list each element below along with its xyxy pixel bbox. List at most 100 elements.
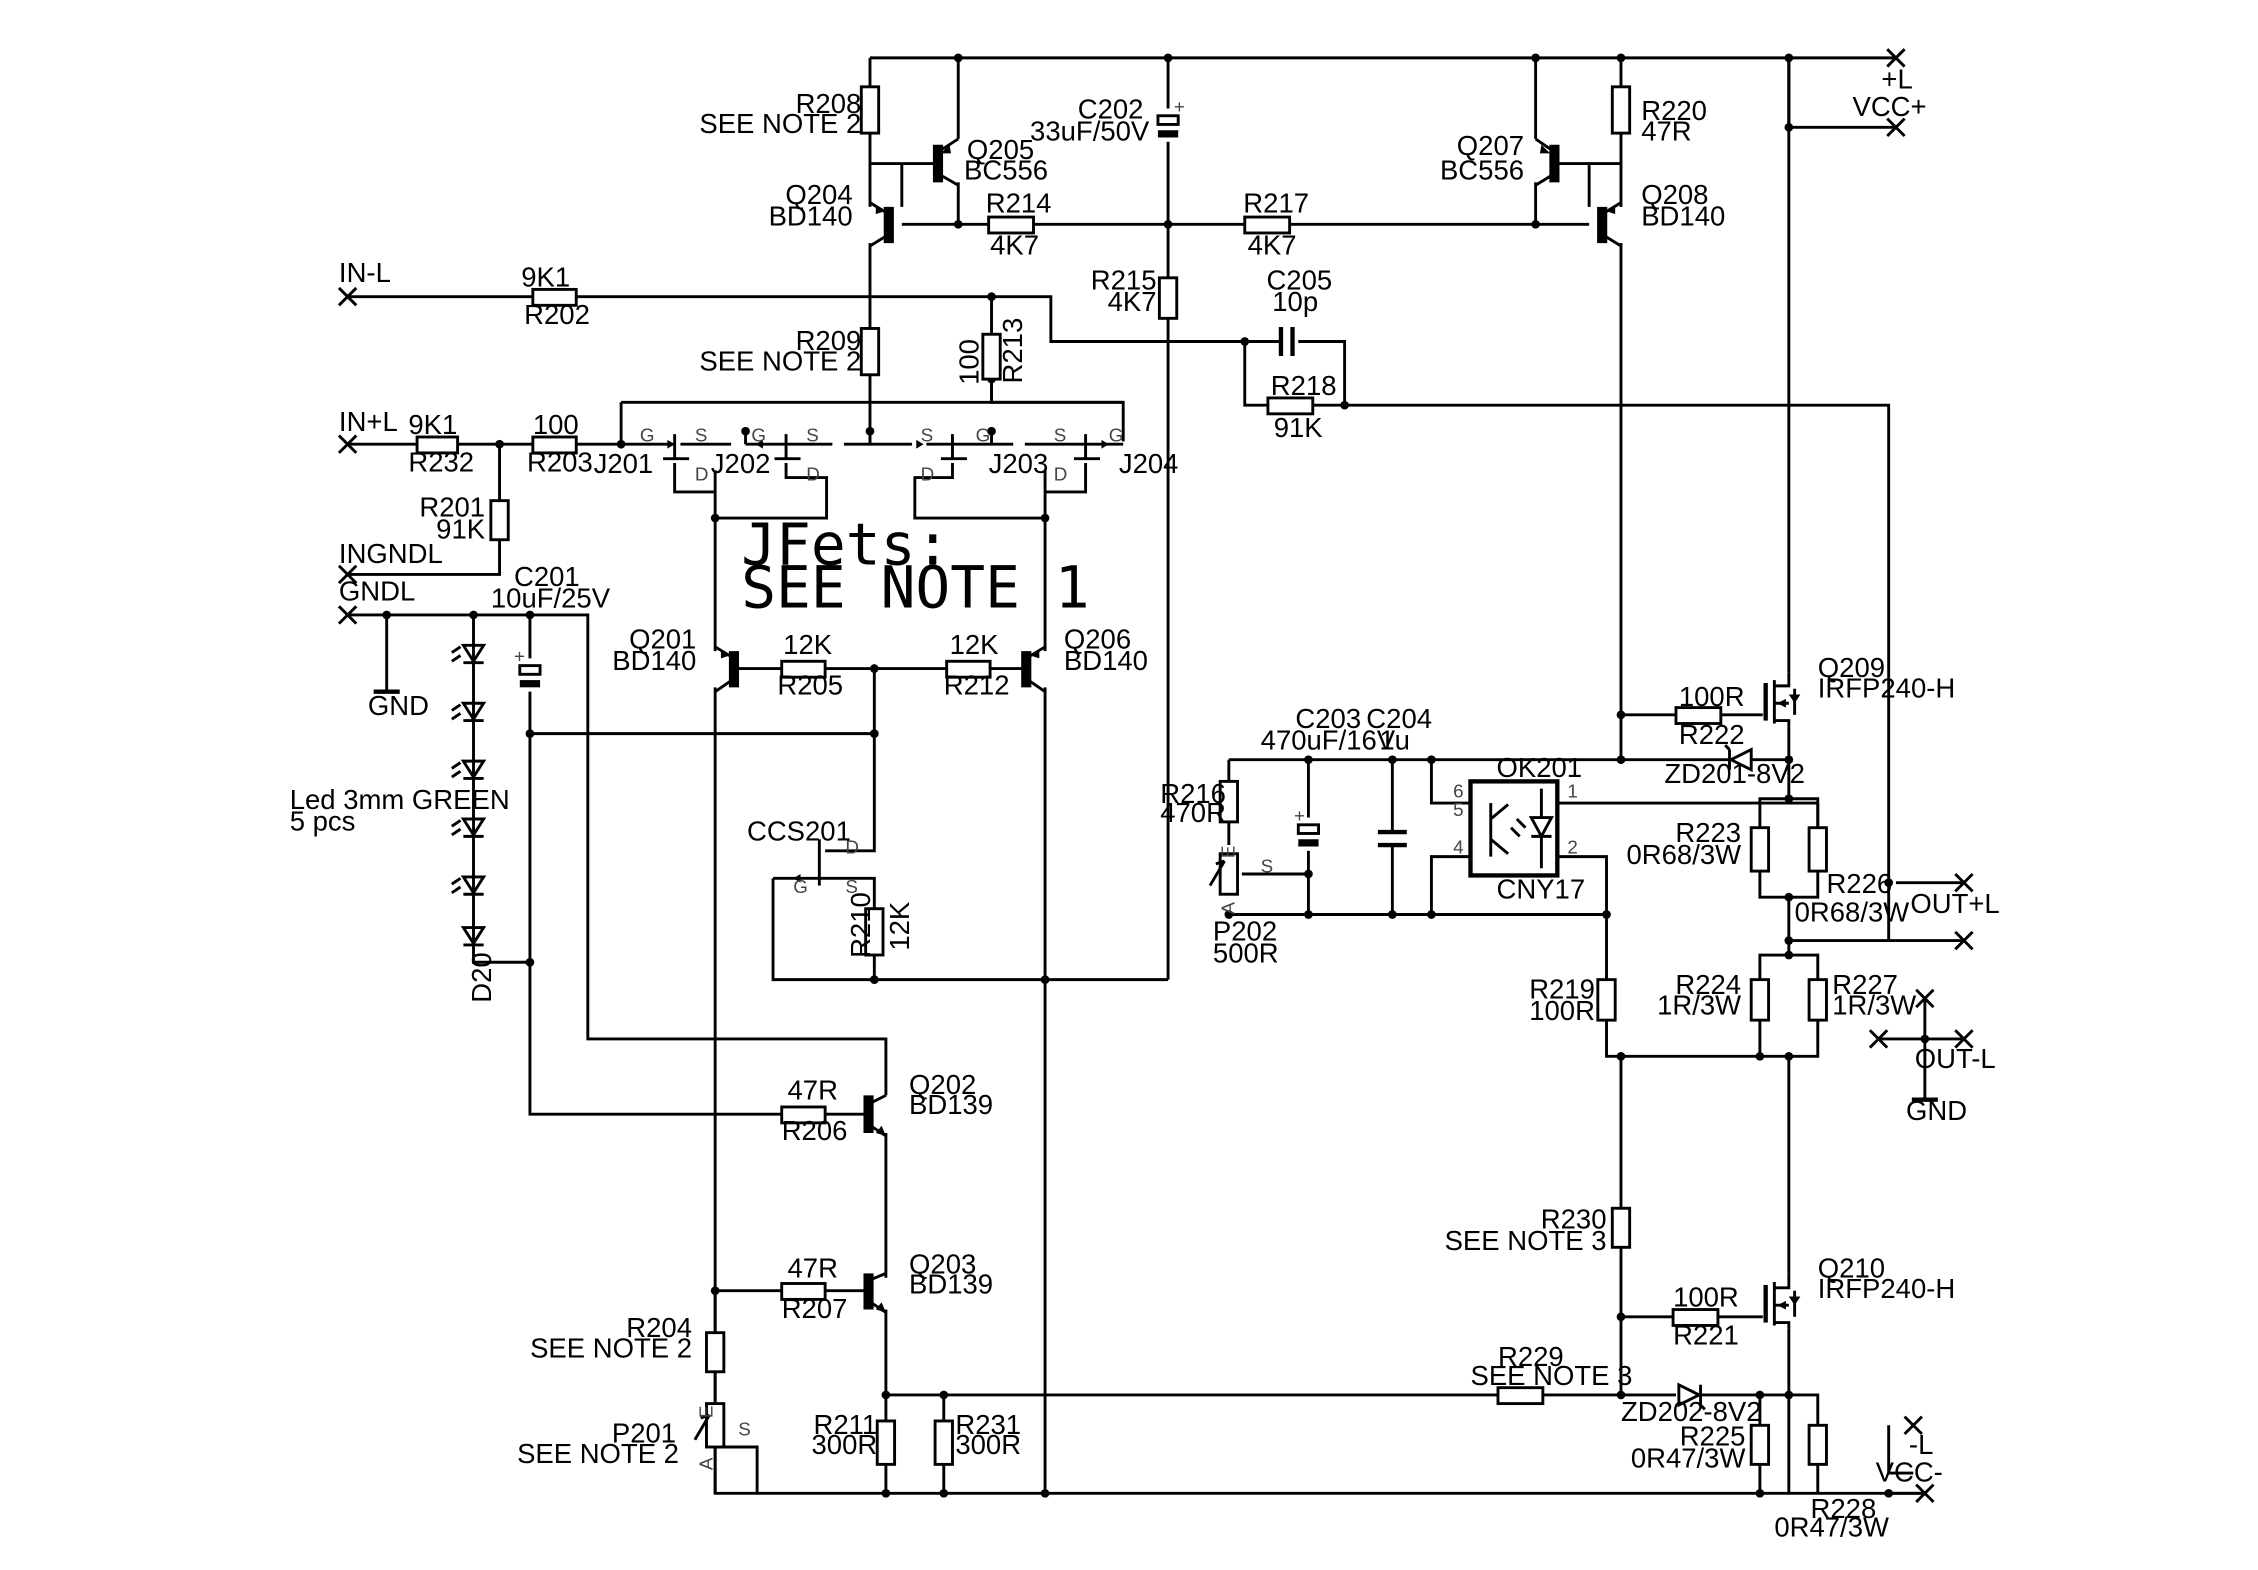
label-r223-ref: R223 (1675, 817, 1741, 848)
label-c204-val: 1u (1379, 725, 1410, 756)
label-ok201-ref: OK201 (1497, 752, 1583, 783)
label-j201: J201 (594, 448, 654, 479)
label-q204-ref: Q204 (785, 179, 852, 210)
resistor-r228 (1807, 1423, 1828, 1466)
label-c201-ref: C201 (514, 561, 580, 592)
resistor-r224 (1749, 978, 1771, 1022)
label-r210-val: 12K (884, 901, 915, 951)
label-r216-ref: R216 (1160, 778, 1226, 809)
resistor-r213 (981, 332, 1002, 381)
label-p201-ref: P201 (612, 1418, 676, 1449)
capacitor-c203 (1296, 823, 1321, 847)
zener-zd202 (1677, 1382, 1706, 1411)
label-r219-val: 100R (1529, 995, 1595, 1026)
label-r226-ref: R226 (1826, 868, 1892, 899)
label-c202-val: 33uF/50V (1030, 115, 1150, 146)
resistor-r232 (415, 435, 460, 455)
pin-a-p202: A (1218, 902, 1239, 915)
label-r205-val: 12K (783, 629, 833, 660)
jfet-note-line2: SEE NOTE 1 (741, 554, 1089, 622)
port-vcc-minus: VCC- (1876, 1457, 1943, 1488)
capacitor-c202 (1156, 114, 1180, 138)
port-plus-l: +L (1881, 63, 1912, 94)
label-led-desc-2: 5 pcs (290, 806, 356, 837)
label-j202: J202 (711, 448, 771, 479)
label-r230-ref: R230 (1541, 1204, 1607, 1235)
label-q209-val: IRFP240-H (1818, 672, 1955, 703)
label-r227-ref: R227 (1832, 969, 1898, 1000)
label-r207-ref: R207 (782, 1293, 848, 1324)
label-c201-val: 10uF/25V (491, 583, 611, 614)
label-r211-ref: R211 (814, 1409, 878, 1440)
transistor-q208 (1589, 162, 1622, 248)
pin-s-p202: S (1261, 856, 1274, 877)
label-r207-val: 47R (788, 1253, 838, 1284)
label-r220-ref: R220 (1641, 95, 1707, 126)
label-q210-ref: Q210 (1818, 1253, 1885, 1284)
pin-2-ok201: 2 (1567, 837, 1577, 858)
pot-p201 (693, 1402, 726, 1449)
label-r209-ref: R209 (796, 325, 862, 356)
resistor-r218 (1266, 396, 1315, 416)
port-vcc-plus: VCC+ (1853, 91, 1927, 122)
label-r201-ref: R201 (419, 492, 485, 523)
label-c204-ref: C204 (1366, 703, 1432, 734)
port-gnd-right: GND (1906, 1095, 1967, 1126)
label-q202-val: BD139 (909, 1089, 993, 1120)
label-r229-val: SEE NOTE 3 (1470, 1360, 1632, 1391)
label-ccs201: CCS201 (747, 816, 851, 847)
label-r232-val: 9K1 (408, 409, 457, 440)
resistor-r204 (705, 1331, 726, 1374)
label-r206-ref: R206 (782, 1115, 848, 1146)
port-minus-l: -L (1909, 1429, 1933, 1460)
label-r215-val: 4K7 (1108, 286, 1157, 317)
label-r228-ref: R228 (1811, 1493, 1877, 1524)
resistor-r203 (531, 435, 578, 455)
label-r216-val: 470R (1160, 797, 1226, 828)
label-r203-val: 100 (533, 409, 579, 440)
resistor-r208 (859, 85, 881, 135)
led-2 (450, 701, 487, 723)
label-r212-ref: R212 (944, 670, 1010, 701)
pin-6-ok201: 6 (1453, 780, 1463, 801)
pin-g-j204: G (1109, 424, 1124, 445)
label-q207-ref: Q207 (1457, 130, 1524, 161)
label-r201-val: 91K (436, 513, 486, 544)
label-r231-val: 300R (955, 1429, 1021, 1460)
pin-d-ccs201: D (845, 837, 859, 858)
label-q202-ref: Q202 (909, 1069, 976, 1100)
label-q201-ref: Q201 (629, 623, 696, 654)
label-r213-ref: R213 (997, 318, 1028, 384)
resistor-r227 (1807, 978, 1828, 1022)
pin-e-p202: E (1218, 846, 1239, 859)
label-r221-ref: R221 (1673, 1319, 1739, 1350)
label-q205-ref: Q205 (967, 134, 1034, 165)
label-c203-val: 470uF/16V (1261, 725, 1396, 756)
led-4 (450, 817, 487, 838)
label-r223-val: 0R68/3W (1627, 839, 1742, 870)
label-q205-val: BC556 (964, 154, 1048, 185)
resistor-r206 (780, 1105, 827, 1125)
transistors (714, 137, 1801, 1329)
pin-s-p201: S (738, 1418, 751, 1439)
resistor-r202 (531, 287, 578, 307)
pin-d-j203: D (921, 463, 935, 484)
port-out-l: OUT-L (1915, 1043, 1996, 1074)
jfet-ccs201 (793, 839, 821, 886)
label-r225-val: 0R47/3W (1631, 1442, 1746, 1473)
pin-g-j201: G (640, 424, 655, 445)
pin-5-ok201: 5 (1453, 799, 1463, 820)
led-3 (450, 759, 487, 780)
resistor-r230 (1610, 1206, 1632, 1249)
label-p201-val: SEE NOTE 2 (517, 1438, 679, 1469)
transistor-q204 (869, 162, 904, 248)
port-out-plus-l: OUT+L (1910, 888, 1999, 919)
label-r212-val: 12K (950, 629, 1000, 660)
label-r206-val: 47R (788, 1075, 838, 1106)
led-6 (460, 926, 487, 947)
resistor-r229 (1496, 1386, 1545, 1406)
label-r214-val: 4K7 (990, 230, 1039, 261)
label-r220-val: 47R (1641, 115, 1691, 146)
ground-symbols (373, 689, 1938, 1102)
